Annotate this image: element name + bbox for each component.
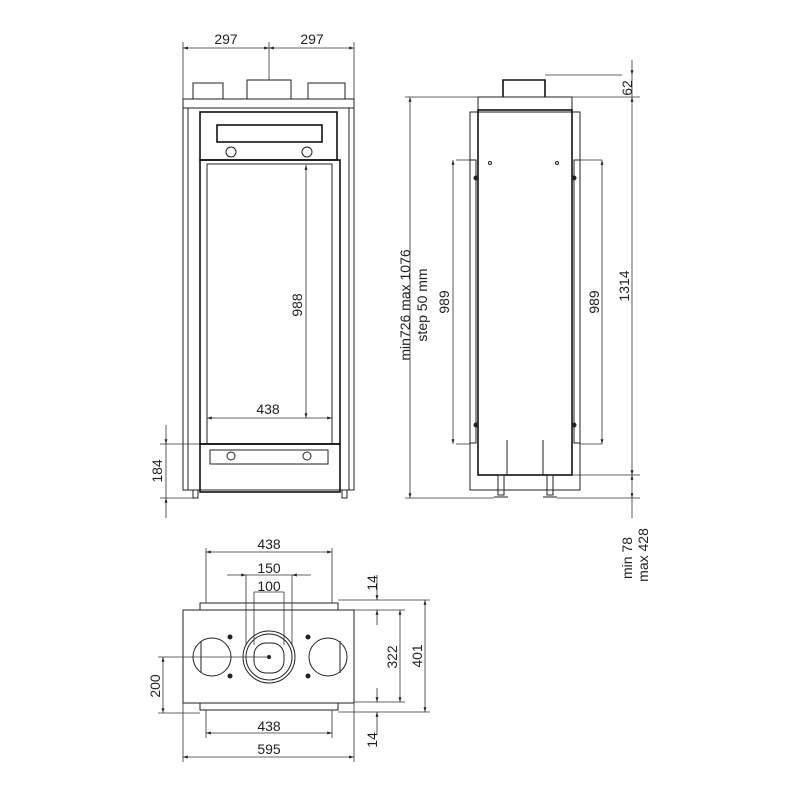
dim-total-depth-label: 401	[409, 644, 425, 668]
dim-total-width-label: 595	[257, 741, 281, 757]
dim-leg-line2: max 428	[635, 528, 651, 582]
dim-top-left-label: 297	[214, 31, 238, 47]
leg	[192, 489, 199, 499]
dim-top-right-label: 297	[300, 31, 324, 47]
dim-inner-flue-label: 100	[257, 578, 281, 594]
front-view: 297 297 988 438 184	[149, 31, 355, 518]
dim-body-depth-label: 322	[384, 645, 400, 669]
dim-leg-line1: min 78	[619, 537, 635, 579]
flue-hole-right	[308, 637, 348, 677]
dim-glass-width-label: 438	[256, 401, 280, 417]
top-flue	[502, 79, 546, 97]
dim-height-range-line2: step 50 mm	[414, 268, 430, 341]
plan-view: 438 150 100 14 322 401 200 438 595 14	[147, 536, 430, 762]
dim-bottom-offset-label: 14	[364, 732, 380, 748]
leg	[341, 489, 348, 499]
plan-body	[182, 609, 355, 704]
knob-icon	[301, 146, 313, 158]
top-plate	[199, 602, 339, 611]
dim-height-range-line1: min726 max 1076	[397, 249, 413, 361]
top-plate	[182, 98, 355, 109]
dim-top-plate-label: 438	[257, 536, 281, 552]
outer-frame	[182, 107, 355, 491]
side-rails	[469, 111, 581, 491]
knob-icon	[225, 146, 237, 158]
bottom-plate	[199, 702, 339, 711]
air-slot	[216, 124, 323, 143]
dim-bottom-plate-label: 438	[257, 718, 281, 734]
top-hood	[199, 111, 338, 161]
side-view: 989 989 min726 max 1076 step 50 mm 62 13…	[397, 60, 651, 582]
flue-box-right	[307, 82, 346, 100]
dim-outer-flue-label: 150	[257, 560, 281, 576]
top-band	[477, 96, 573, 111]
dim-total-height-label: 1314	[616, 270, 632, 301]
flue-box-center	[246, 79, 292, 100]
flue-box-left	[192, 82, 224, 100]
dim-left-panel-label: 989	[436, 290, 452, 314]
flue-inner	[253, 642, 285, 674]
dim-glass-height-label: 988	[289, 293, 305, 317]
dim-top-flue-label: 62	[619, 80, 635, 96]
dim-flue-offset-label: 200	[147, 674, 163, 698]
side-body	[477, 109, 573, 476]
dim-base-height-label: 184	[149, 459, 165, 483]
dim-right-panel-label: 989	[586, 290, 602, 314]
base-box	[199, 443, 341, 493]
dim-top-offset-label: 14	[364, 575, 380, 591]
